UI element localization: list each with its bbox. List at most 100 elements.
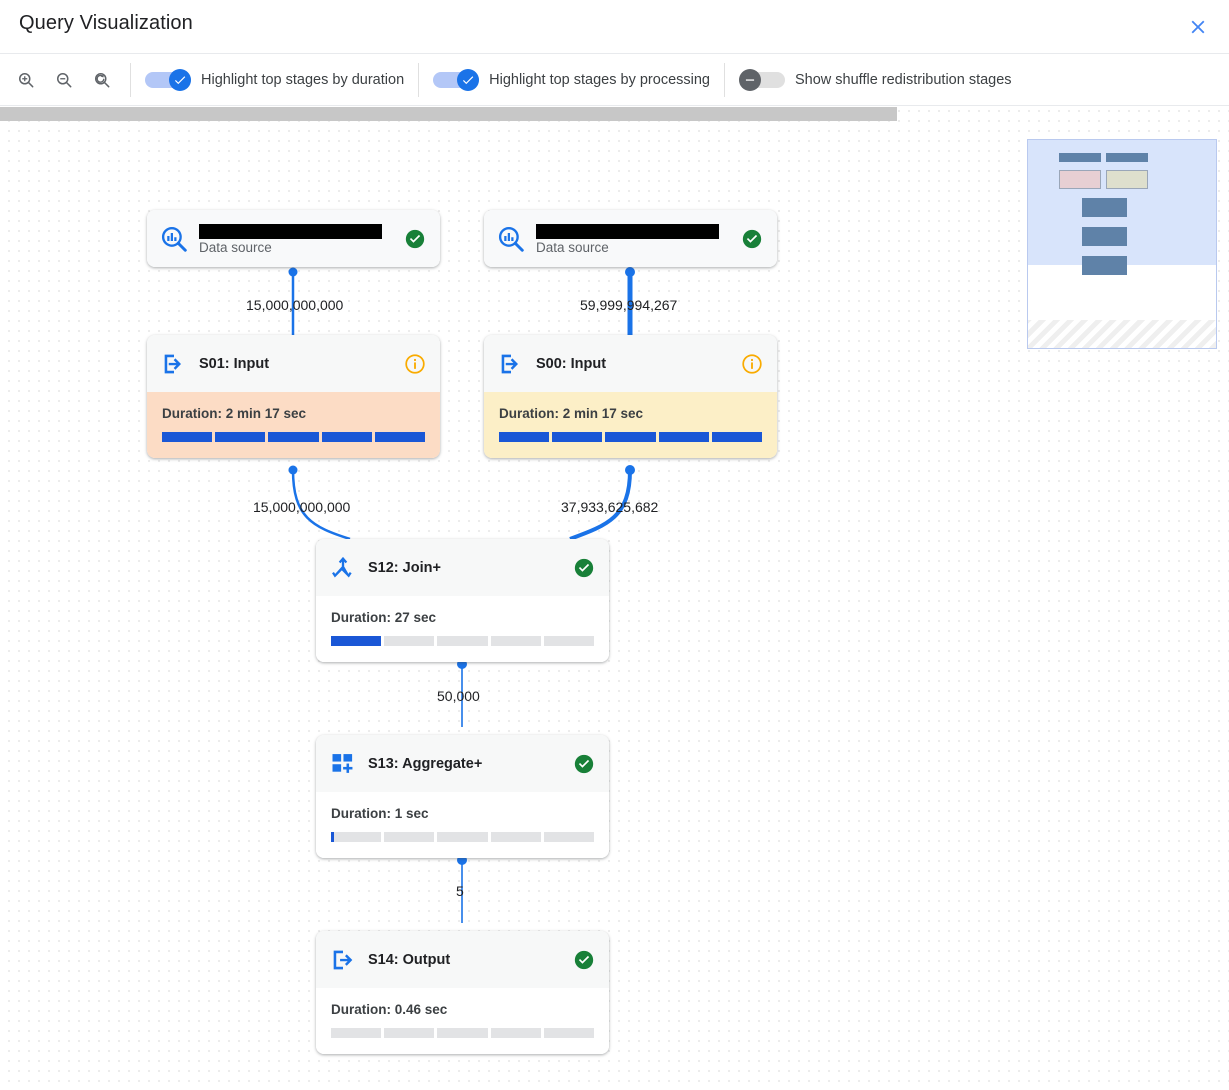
- check-circle-icon: [573, 949, 595, 971]
- output-arrow-icon: [328, 945, 358, 975]
- zoom-controls: [0, 66, 116, 94]
- edge-line: [291, 469, 351, 541]
- check-circle-icon: [573, 753, 595, 775]
- minimap-node: [1059, 153, 1101, 162]
- progress-segment: [331, 832, 382, 842]
- dialog-title-bar: Query Visualization: [0, 0, 1229, 53]
- visualization-toolbar: Highlight top stages by duration Highlig…: [0, 53, 1229, 106]
- progress-segment: [543, 832, 595, 842]
- node-duration: Duration: 2 min 17 sec: [162, 406, 307, 421]
- zoom-in-button[interactable]: [12, 66, 40, 94]
- close-button[interactable]: [1181, 10, 1215, 44]
- progress-fill: [331, 832, 334, 842]
- graph-canvas[interactable]: 15,000,000,000 59,999,994,267 15,000,000…: [0, 107, 1229, 1090]
- progress-segment: [543, 1028, 595, 1038]
- zoom-out-icon: [57, 72, 72, 87]
- toolbar-divider-3: [724, 62, 725, 97]
- node-data-source-right[interactable]: Data source: [484, 210, 777, 267]
- node-header: S12: Join+: [316, 539, 609, 596]
- zoom-in-icon: [19, 72, 34, 87]
- node-stage-s12[interactable]: S12: Join+ Duration: 27 sec: [316, 539, 609, 662]
- edge-label: 5: [456, 883, 464, 899]
- node-stage-s14[interactable]: S14: Output Duration: 0.46 sec: [316, 931, 609, 1054]
- progress-segment: [711, 432, 763, 442]
- edge-line: [569, 469, 632, 541]
- toggle-switch-processing[interactable]: [433, 68, 480, 91]
- toggle-knob: [739, 68, 761, 91]
- progress-fill: [162, 432, 213, 442]
- toggle-highlight-duration[interactable]: Highlight top stages by duration: [145, 68, 405, 91]
- node-title: S14: Output: [368, 951, 451, 968]
- zoom-reset-icon: [95, 72, 110, 87]
- redacted-title: [536, 224, 719, 239]
- minus-icon: [745, 78, 755, 81]
- node-title: S13: Aggregate+: [368, 755, 483, 772]
- progress-fill: [658, 432, 709, 442]
- data-source-text: Data source: [199, 222, 394, 255]
- progress-fill: [374, 432, 426, 442]
- progress-segment: [268, 432, 319, 442]
- progress-segment: [384, 636, 435, 646]
- node-title: S12: Join+: [368, 559, 441, 576]
- info-circle-icon[interactable]: [741, 353, 763, 375]
- minimap-node: [1082, 256, 1127, 275]
- node-body: Duration: 1 sec: [316, 792, 609, 858]
- progress-segment: [384, 1028, 435, 1038]
- progress-fill: [499, 432, 550, 442]
- edge-label: 37,933,625,682: [561, 499, 659, 515]
- progress-segment: [384, 832, 435, 842]
- minimap-node: [1082, 198, 1127, 217]
- progress-fill: [321, 432, 372, 442]
- toggle-highlight-processing[interactable]: Highlight top stages by processing: [433, 68, 710, 91]
- input-arrow-icon: [496, 349, 526, 379]
- node-header: S01: Input: [147, 335, 440, 392]
- progress-segment: [215, 432, 266, 442]
- node-subtitle: Data source: [199, 240, 272, 255]
- graph-minimap[interactable]: [1027, 139, 1217, 349]
- edge-label: 59,999,994,267: [580, 297, 678, 313]
- edge-label: 15,000,000,000: [253, 499, 351, 515]
- page-title: Query Visualization: [19, 12, 193, 34]
- node-body: Duration: 27 sec: [316, 596, 609, 662]
- edge-label: 15,000,000,000: [246, 297, 344, 313]
- progress-fill: [268, 432, 319, 442]
- progress-bar: [331, 832, 595, 842]
- node-duration: Duration: 27 sec: [331, 610, 437, 625]
- node-body: Duration: 2 min 17 sec: [147, 392, 440, 458]
- data-source-search-icon: [159, 224, 189, 254]
- progress-segment: [374, 432, 426, 442]
- toggle-show-shuffle[interactable]: Show shuffle redistribution stages: [739, 68, 1012, 91]
- progress-segment: [605, 432, 656, 442]
- minimap-node: [1082, 227, 1127, 246]
- progress-fill: [605, 432, 656, 442]
- minimap-offscreen-area: [1028, 320, 1216, 348]
- node-stage-s13[interactable]: S13: Aggregate+ Duration: 1 sec: [316, 735, 609, 858]
- edge-endpoint-dot: [625, 267, 635, 277]
- toggle-label-duration: Highlight top stages by duration: [201, 71, 405, 88]
- join-merge-icon: [328, 553, 358, 583]
- progress-segment: [437, 636, 488, 646]
- toggle-label-shuffle: Show shuffle redistribution stages: [795, 71, 1012, 88]
- zoom-reset-button[interactable]: [88, 66, 116, 94]
- toggle-switch-duration[interactable]: [145, 68, 191, 91]
- progress-segment: [162, 432, 213, 442]
- info-circle-icon[interactable]: [404, 353, 426, 375]
- node-title: S00: Input: [536, 355, 607, 372]
- node-data-source-left[interactable]: Data source: [147, 210, 440, 267]
- progress-bar: [499, 432, 763, 442]
- node-duration: Duration: 0.46 sec: [331, 1002, 448, 1017]
- check-circle-icon: [741, 228, 763, 250]
- horizontal-scrollbar[interactable]: [0, 107, 897, 121]
- node-title: S01: Input: [199, 355, 270, 372]
- progress-fill: [711, 432, 763, 442]
- toggle-switch-shuffle[interactable]: [739, 68, 785, 91]
- zoom-out-button[interactable]: [50, 66, 78, 94]
- node-stage-s00[interactable]: S00: Input Duration: 2 min 17 sec: [484, 335, 777, 458]
- progress-segment: [658, 432, 709, 442]
- minimap-node-highlight-duration: [1059, 170, 1101, 189]
- toolbar-divider-1: [130, 62, 131, 97]
- node-body: Duration: 0.46 sec: [316, 988, 609, 1054]
- node-stage-s01[interactable]: S01: Input Duration: 2 min 17 sec: [147, 335, 440, 458]
- node-duration: Duration: 2 min 17 sec: [499, 406, 644, 421]
- progress-segment: [499, 432, 550, 442]
